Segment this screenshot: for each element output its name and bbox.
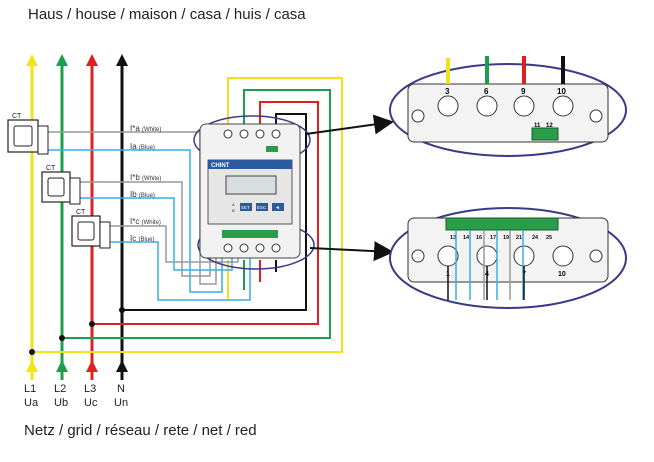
line-n-arrow: [116, 54, 128, 66]
meter-label-b: B: [232, 208, 235, 213]
meter-top-terminals: [223, 129, 281, 152]
tap-l2: [62, 89, 331, 339]
ct-b-white: [72, 181, 211, 277]
meter-btn-esc-label: ESC: [257, 205, 267, 210]
meter-btn-set[interactable]: [240, 203, 252, 211]
zoom-top-terminals: 3 6 9 10 11 12: [389, 56, 627, 157]
tap-dot-l2: [59, 335, 65, 341]
label-l2: L2: [54, 383, 66, 395]
meter-btn-set-label: SET: [241, 205, 250, 210]
zoom-bottom-t19: 19: [503, 235, 509, 241]
label-l1: L1: [24, 383, 36, 395]
supply-lines: [26, 54, 128, 380]
zoom-bottom-t17: 17: [490, 235, 496, 241]
zoom-top-t10: 10: [557, 87, 566, 96]
zoom-bottom-t21: 21: [516, 235, 522, 241]
line-l3-arrow-bottom: [86, 360, 98, 372]
label-ub: Ub: [54, 397, 68, 409]
zoom-bottom-t10: 10: [558, 271, 566, 278]
label-ib: Ib (Blue): [130, 190, 155, 199]
line-l1-arrow-bottom: [26, 360, 38, 372]
ct-c-white: [102, 225, 239, 263]
ct-a-blue: [42, 149, 223, 293]
meter-bottom-terminals: [222, 230, 281, 253]
ct-wires: [42, 131, 251, 301]
tap-l3: [92, 101, 319, 325]
zoom-top-t3: 3: [445, 87, 450, 96]
zoom-top-t11: 11: [534, 123, 541, 129]
meter-btn-esc[interactable]: [256, 203, 268, 211]
zoom-bottom-t13: 13: [450, 235, 456, 241]
ct-b: CT: [41, 165, 81, 205]
zoom-top-t9: 9: [521, 87, 526, 96]
ct-b-blue: [72, 197, 233, 271]
tap-dot-l1: [29, 349, 35, 355]
tap-dot-n: [119, 307, 125, 313]
line-n-arrow-bottom: [116, 360, 128, 372]
label-l3: L3: [84, 383, 96, 395]
meter-brand-bar: [208, 160, 292, 169]
ct-c-label: CT: [76, 209, 86, 216]
tap-dot-l3: [89, 321, 95, 327]
meter-display: [225, 175, 277, 195]
ct-c-blue: [102, 241, 251, 301]
line-l1-arrow: [26, 54, 38, 66]
label-ia: Ia (Blue): [130, 142, 155, 151]
meter-btn-left[interactable]: [272, 203, 284, 211]
callout-arrow-top: [305, 114, 394, 135]
tap-l1: [32, 77, 343, 353]
zoom-bottom-t24: 24: [532, 235, 539, 241]
ct-c: CT: [71, 209, 111, 249]
label-iwc: I*c (White): [130, 217, 161, 226]
label-iwb: I*b (White): [130, 173, 161, 182]
label-uc: Uc: [84, 397, 98, 409]
zoom-bottom-t14: 14: [463, 235, 470, 241]
line-labels: L1 Ua L2 Ub L3 Uc N Un: [24, 383, 128, 409]
callout-arrow-bottom: [309, 241, 394, 262]
label-ua: Ua: [24, 397, 39, 409]
energy-meter: CHINT SET ESC ◄ A B: [193, 115, 315, 270]
house-caption: Haus / house / maison / casa / huis / ca…: [28, 6, 306, 23]
zoom-top-t12: 12: [546, 123, 553, 129]
label-n: N: [117, 383, 125, 395]
line-l3-arrow: [86, 54, 98, 66]
ct-a-label: CT: [12, 113, 22, 120]
ct-a: CT: [7, 113, 49, 155]
tap-n: [122, 113, 307, 311]
ct-a-white: [42, 131, 217, 285]
ct-wire-labels: I*a (White) Ia (Blue) I*b (White) Ib (Bl…: [130, 124, 161, 243]
meter-btn-left-label: ◄: [275, 205, 280, 211]
zoom-top-t6: 6: [484, 87, 489, 96]
grid-caption: Netz / grid / réseau / rete / net / red: [24, 422, 257, 439]
label-iwa: I*a (White): [130, 124, 161, 133]
zoom-bottom-t16: 16: [476, 235, 482, 241]
zoom-bottom-terminals: 13 14 16 17 19 21 24 25 1 4 7 10: [389, 207, 627, 309]
ct-b-label: CT: [46, 165, 56, 172]
meter-label-a: A: [232, 202, 235, 207]
zoom-bottom-t25: 25: [546, 235, 552, 241]
meter-brand: CHINT: [211, 163, 230, 169]
label-ic: Ic (Blue): [130, 234, 154, 243]
line-l2-arrow-bottom: [56, 360, 68, 372]
label-un: Un: [114, 397, 128, 409]
line-l2-arrow: [56, 54, 68, 66]
